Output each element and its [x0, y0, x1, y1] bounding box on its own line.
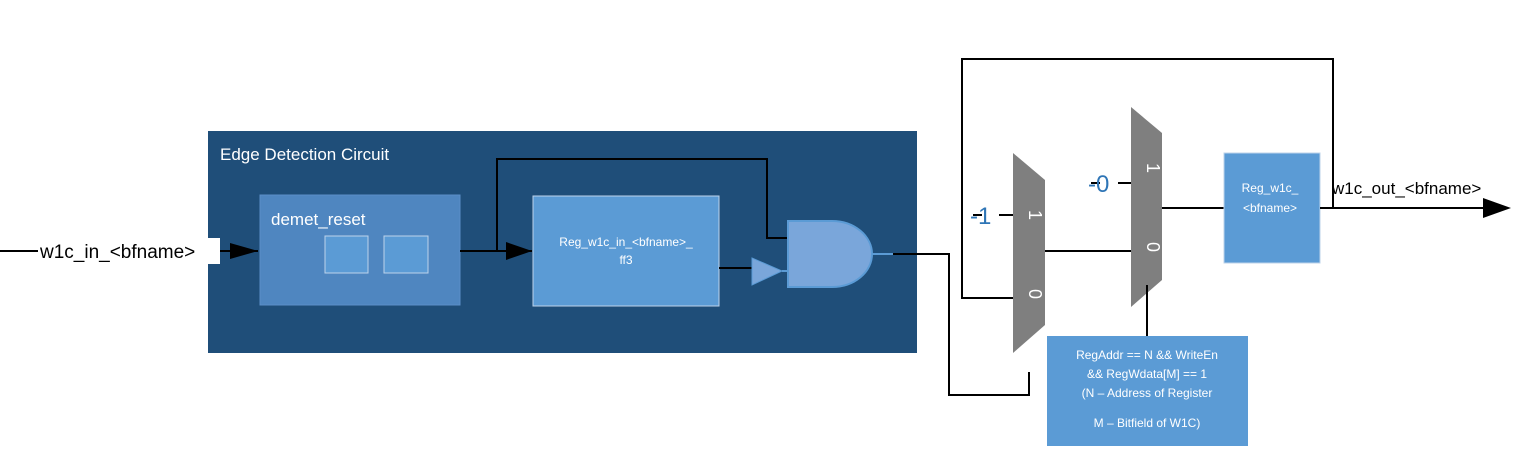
ff3-input-arrowhead: [506, 242, 532, 260]
condition-line4: M – Bitfield of W1C): [1094, 416, 1201, 430]
output-register-line1: Reg_w1c_: [1242, 181, 1299, 195]
output-arrowhead: [1483, 198, 1511, 218]
input-arrowhead: [230, 243, 258, 259]
condition-line2: && RegWdata[M] == 1: [1087, 367, 1207, 381]
input-label-bg: [38, 238, 220, 264]
mux2-top-label: 1: [1143, 163, 1163, 173]
inverter-triangle: [751, 257, 784, 286]
edge-detection-title: Edge Detection Circuit: [220, 145, 389, 164]
demet-reset-label: demet_reset: [271, 210, 366, 229]
mux1-const-label: -1: [970, 203, 991, 230]
mux1: [1013, 153, 1045, 353]
and-gate: [787, 220, 873, 288]
mux1-top-label: 1: [1025, 210, 1045, 220]
condition-line3: (N – Address of Register: [1082, 386, 1213, 400]
ff3-register-block: [532, 195, 720, 307]
demet-ff2: [383, 235, 429, 274]
condition-line1: RegAddr == N && WriteEn: [1076, 348, 1218, 362]
mux2-const-label: -0: [1088, 171, 1109, 198]
branch-to-and-wire: [496, 158, 790, 251]
output-signal-label: w1c_out_<bfname>: [1331, 179, 1481, 198]
mux2-bottom-label: 0: [1143, 242, 1163, 252]
and-to-mux1-wire: [893, 253, 1030, 396]
ff3-label-line1: Reg_w1c_in_<bfname>_: [559, 235, 693, 249]
ff3-label-line2: ff3: [619, 253, 632, 267]
mux2: [1131, 107, 1162, 307]
output-register-line2: <bfname>: [1243, 201, 1297, 215]
feedback-loop-wire: [961, 58, 1334, 299]
condition-box: [1047, 336, 1248, 446]
output-register-block: [1223, 152, 1321, 264]
demet-ff1: [324, 235, 369, 274]
mux1-bottom-label: 0: [1025, 289, 1045, 299]
input-signal-label: w1c_in_<bfname>: [39, 242, 195, 263]
